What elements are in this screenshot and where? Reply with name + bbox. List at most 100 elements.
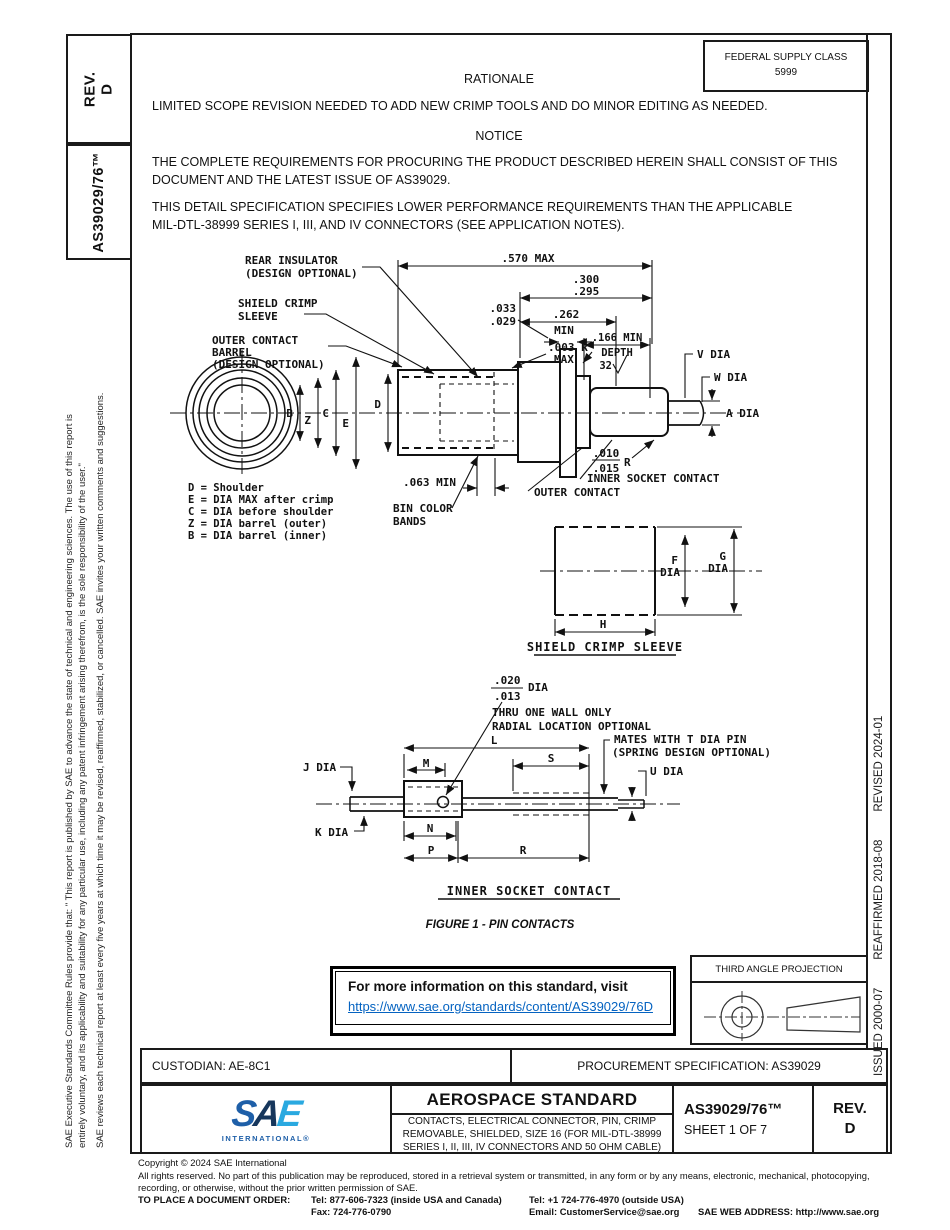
doc-number-cell: AS39029/76™ SHEET 1 OF 7: [674, 1086, 814, 1152]
order-contacts-row1: TO PLACE A DOCUMENT ORDER: Tel: 877-606-…: [138, 1194, 950, 1206]
surface-finish-icon: [612, 354, 628, 375]
footer-row-title: SAE INTERNATIONAL® AEROSPACE STANDARD CO…: [140, 1084, 888, 1154]
lower-callouts: .010 .015 R INNER SOCKET CONTACT OUTER C…: [393, 439, 720, 528]
footer-doc-number: AS39029/76™: [684, 1101, 783, 1118]
w-dia-label: W DIA: [714, 371, 747, 384]
copyright-line: Copyright © 2024 SAE International: [138, 1157, 287, 1168]
rev-label: REV. D: [81, 71, 116, 107]
inner-socket-contact-view: J DIA K DIA U DIA MATES WITH T DIA PIN (…: [303, 674, 771, 900]
dim-063-min: .063 MIN: [403, 476, 456, 489]
j-dia-label: J DIA: [303, 761, 336, 774]
length-dimensions: .570 MAX .300 .295 .262 MIN .033 .029 .0…: [397, 252, 653, 398]
sheet-number: SHEET 1 OF 7: [684, 1123, 768, 1137]
bin-color-line2: BANDS: [393, 515, 426, 528]
fax-number: Fax: 724-776-0790: [311, 1206, 392, 1218]
inner-socket-contact-callout: INNER SOCKET CONTACT: [587, 472, 720, 485]
inner-socket-caption: INNER SOCKET CONTACT: [447, 884, 612, 898]
footer-row-custodian: CUSTODIAN: AE-8C1 PROCUREMENT SPECIFICAT…: [140, 1048, 888, 1084]
projection-title: THIRD ANGLE PROJECTION: [692, 957, 866, 983]
right-column-divider: [866, 33, 868, 1048]
v-dia-label: V DIA: [697, 348, 730, 361]
dim-003r-max: MAX: [554, 353, 574, 366]
hole-dia-word: DIA: [528, 681, 548, 694]
p-dim-letter: P: [428, 844, 435, 857]
third-angle-projection-icon: [704, 991, 861, 1041]
k-dia-label: K DIA: [315, 826, 348, 839]
radius-letter: R: [624, 456, 631, 469]
sae-logo-text: SAE: [230, 1093, 302, 1134]
rear-insulator-line2: (DESIGN OPTIONAL): [245, 267, 358, 280]
sae-review-policy-text: SAE reviews each technical report at lea…: [94, 392, 106, 1148]
legend-c: C = DIA before shoulder: [188, 506, 333, 518]
f-dia-letter: F: [671, 554, 678, 567]
dim-300: .300: [573, 273, 600, 286]
standard-title-cell: AEROSPACE STANDARD CONTACTS, ELECTRICAL …: [392, 1086, 674, 1153]
sae-logo: SAE INTERNATIONAL®: [142, 1086, 392, 1152]
legend-d: D = Shoulder: [188, 482, 264, 494]
letter-c-label: C: [322, 407, 329, 420]
fsc-label: FEDERAL SUPPLY CLASS: [724, 52, 848, 63]
rationale-text: LIMITED SCOPE REVISION NEEDED TO ADD NEW…: [152, 99, 768, 113]
f-dia-word: DIA: [660, 566, 680, 579]
diameter-dimension-arrows: B Z C E D: [286, 357, 392, 469]
dim-013: .013: [494, 690, 521, 703]
custodian-cell: CUSTODIAN: AE-8C1: [142, 1050, 512, 1082]
shield-crimp-callout-line1: SHIELD CRIMP: [238, 297, 318, 310]
standard-url-link[interactable]: https://www.sae.org/standards/content/AS…: [348, 999, 653, 1014]
pin-contact-section-view: [397, 348, 720, 478]
sleeve-caption: SHIELD CRIMP SLEEVE: [527, 640, 683, 654]
issue-history-column: ISSUED 2000-07 REAFFIRMED 2018-08 REVISE…: [869, 628, 889, 1076]
surface-finish-32: 32: [599, 360, 612, 372]
centerlines: [170, 350, 762, 805]
more-info-text: For more information on this standard, v…: [348, 979, 628, 994]
sae-committee-rules-text: SAE Executive Standards Committee Rules …: [64, 414, 88, 1148]
thru-wall-note: THRU ONE WALL ONLY: [492, 706, 612, 719]
revised-date: REVISED 2024-01: [873, 715, 885, 812]
federal-supply-class-box: FEDERAL SUPPLY CLASS 5999: [703, 40, 869, 92]
letter-e-label: E: [342, 417, 349, 430]
dim-262: .262: [553, 308, 580, 321]
reaffirmed-date: REAFFIRMED 2018-08: [873, 839, 885, 960]
outer-barrel-line1: OUTER CONTACT: [212, 334, 298, 347]
notice-title: NOTICE: [475, 129, 523, 143]
g-dia-letter: G: [719, 550, 726, 563]
procurement-cell: PROCUREMENT SPECIFICATION: AS39029: [577, 1059, 821, 1073]
a-dia-label: A DIA: [726, 407, 759, 420]
dim-003r: .003 R: [548, 341, 588, 354]
sae-logo-subtext: INTERNATIONAL®: [221, 1134, 311, 1143]
depth-label: DEPTH: [601, 347, 633, 359]
n-dim-letter: N: [427, 822, 434, 835]
figure-caption: FIGURE 1 - PIN CONTACTS: [425, 919, 575, 931]
third-angle-projection-box: THIRD ANGLE PROJECTION: [690, 955, 868, 1045]
dim-166-min: .166 MIN: [592, 332, 643, 344]
rev-box: REV. D: [66, 34, 132, 144]
letter-b-label: B: [286, 407, 293, 420]
outer-contact-callout: OUTER CONTACT: [534, 486, 620, 499]
dim-010: .010: [593, 447, 620, 460]
component-callouts: REAR INSULATOR (DESIGN OPTIONAL) SHIELD …: [212, 254, 479, 378]
web-address: SAE WEB ADDRESS: http://www.sae.org: [698, 1206, 880, 1218]
email-address: Email: CustomerService@sae.org: [529, 1206, 680, 1218]
order-label: TO PLACE A DOCUMENT ORDER:: [138, 1194, 291, 1206]
figure1-technical-drawing: B Z C E D: [170, 252, 771, 900]
standard-subtitle: CONTACTS, ELECTRICAL CONNECTOR, PIN, CRI…: [402, 1116, 662, 1153]
more-info-box: For more information on this standard, v…: [330, 966, 676, 1036]
notice-paragraph-2: THIS DETAIL SPECIFICATION SPECIFIES LOWE…: [152, 200, 793, 233]
copyright-block: Copyright © 2024 SAE International All r…: [138, 1157, 950, 1218]
radial-location-note: RADIAL LOCATION OPTIONAL: [492, 720, 651, 733]
rationale-title: RATIONALE: [464, 72, 534, 86]
m-dim-letter: M: [423, 757, 430, 770]
notice-paragraph-1: THE COMPLETE REQUIREMENTS FOR PROCURING …: [152, 155, 838, 188]
outer-barrel-line3: (DESIGN OPTIONAL): [212, 358, 325, 371]
dim-029: .029: [490, 315, 517, 328]
letter-d-label: D: [374, 398, 381, 411]
u-dia-label: U DIA: [650, 765, 683, 778]
tel-inside: Tel: 877-606-7323 (inside USA and Canada…: [311, 1194, 502, 1206]
outer-barrel-line2: BARREL: [212, 346, 252, 359]
dim-295: .295: [573, 285, 600, 298]
r-dim-letter: R: [520, 844, 527, 857]
l-dim-letter: L: [491, 734, 498, 747]
dim-262-min: MIN: [554, 324, 574, 337]
mates-line1: MATES WITH T DIA PIN: [614, 733, 746, 746]
